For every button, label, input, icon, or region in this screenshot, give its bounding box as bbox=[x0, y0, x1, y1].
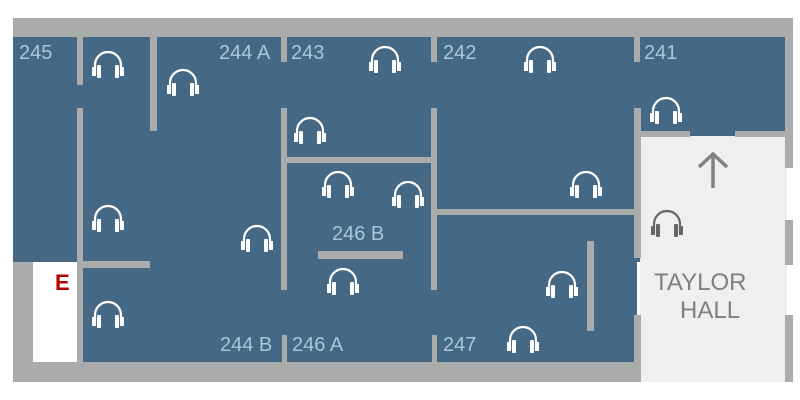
wall-242-left-top bbox=[431, 37, 437, 62]
headphones-icon bbox=[292, 114, 328, 148]
headphones-icon bbox=[505, 323, 541, 357]
headphones-icon bbox=[239, 222, 275, 256]
room-label-245: 245 bbox=[19, 42, 53, 64]
headphones-icon bbox=[568, 168, 604, 202]
exit-area bbox=[33, 262, 78, 360]
room-label-246a: 246 A bbox=[292, 334, 344, 356]
headphones-icon bbox=[165, 66, 201, 100]
room-label-241: 241 bbox=[644, 42, 678, 64]
headphones-icon bbox=[522, 43, 558, 77]
hall-right-wall-1 bbox=[785, 18, 793, 168]
hall-left-wall-2 bbox=[634, 315, 641, 382]
room-label-244a: 244 A bbox=[219, 42, 271, 64]
exit-label: E bbox=[55, 270, 70, 295]
wall-244a-left bbox=[150, 37, 157, 131]
headphones-icon bbox=[90, 48, 126, 82]
wall-242-left-mid bbox=[431, 108, 437, 290]
wall-241-left-top bbox=[634, 37, 640, 62]
wall-247-left bbox=[432, 335, 437, 362]
wall-245-right-top bbox=[77, 37, 83, 85]
wall-243-left-mid bbox=[281, 108, 287, 290]
headphones-icon bbox=[325, 265, 361, 299]
room-label-242: 242 bbox=[443, 42, 477, 64]
arrow-up-icon bbox=[695, 150, 731, 190]
hall-left-wall-1 bbox=[634, 108, 641, 258]
wall-244b-top bbox=[83, 261, 150, 268]
hall-label-line2: HALL bbox=[680, 297, 741, 324]
headphones-icon bbox=[390, 178, 426, 212]
outer-wall-top bbox=[13, 18, 793, 37]
wall-246b-divider bbox=[318, 251, 403, 259]
headphones-icon bbox=[90, 298, 126, 332]
wall-247-partition bbox=[587, 241, 594, 331]
headphones-icon bbox=[90, 202, 126, 236]
exit-wall bbox=[13, 262, 33, 362]
headphones-icon bbox=[320, 168, 356, 202]
wall-245-right-bottom bbox=[77, 108, 83, 362]
room-label-246b: 246 B bbox=[332, 223, 385, 245]
wall-243-left-top bbox=[281, 37, 287, 62]
hall-right-wall-2 bbox=[785, 220, 793, 265]
wall-246b-top bbox=[287, 157, 431, 163]
hall-label-line1: TAYLOR bbox=[654, 269, 747, 296]
room-label-243: 243 bbox=[291, 42, 325, 64]
room-label-244b: 244 B bbox=[220, 334, 273, 356]
wall-247-top bbox=[437, 209, 634, 215]
headphones-icon bbox=[649, 207, 685, 241]
room-area-lower bbox=[82, 262, 637, 362]
wall-246a-left bbox=[282, 335, 287, 362]
hall-top-wall-right bbox=[735, 131, 787, 137]
hall-right-wall-3 bbox=[785, 315, 793, 382]
hall-top-wall-left bbox=[640, 131, 690, 137]
room-label-247: 247 bbox=[443, 334, 477, 356]
headphones-icon bbox=[544, 268, 580, 302]
headphones-icon bbox=[367, 43, 403, 77]
headphones-icon bbox=[648, 94, 684, 128]
outer-wall-bottom bbox=[13, 362, 639, 382]
